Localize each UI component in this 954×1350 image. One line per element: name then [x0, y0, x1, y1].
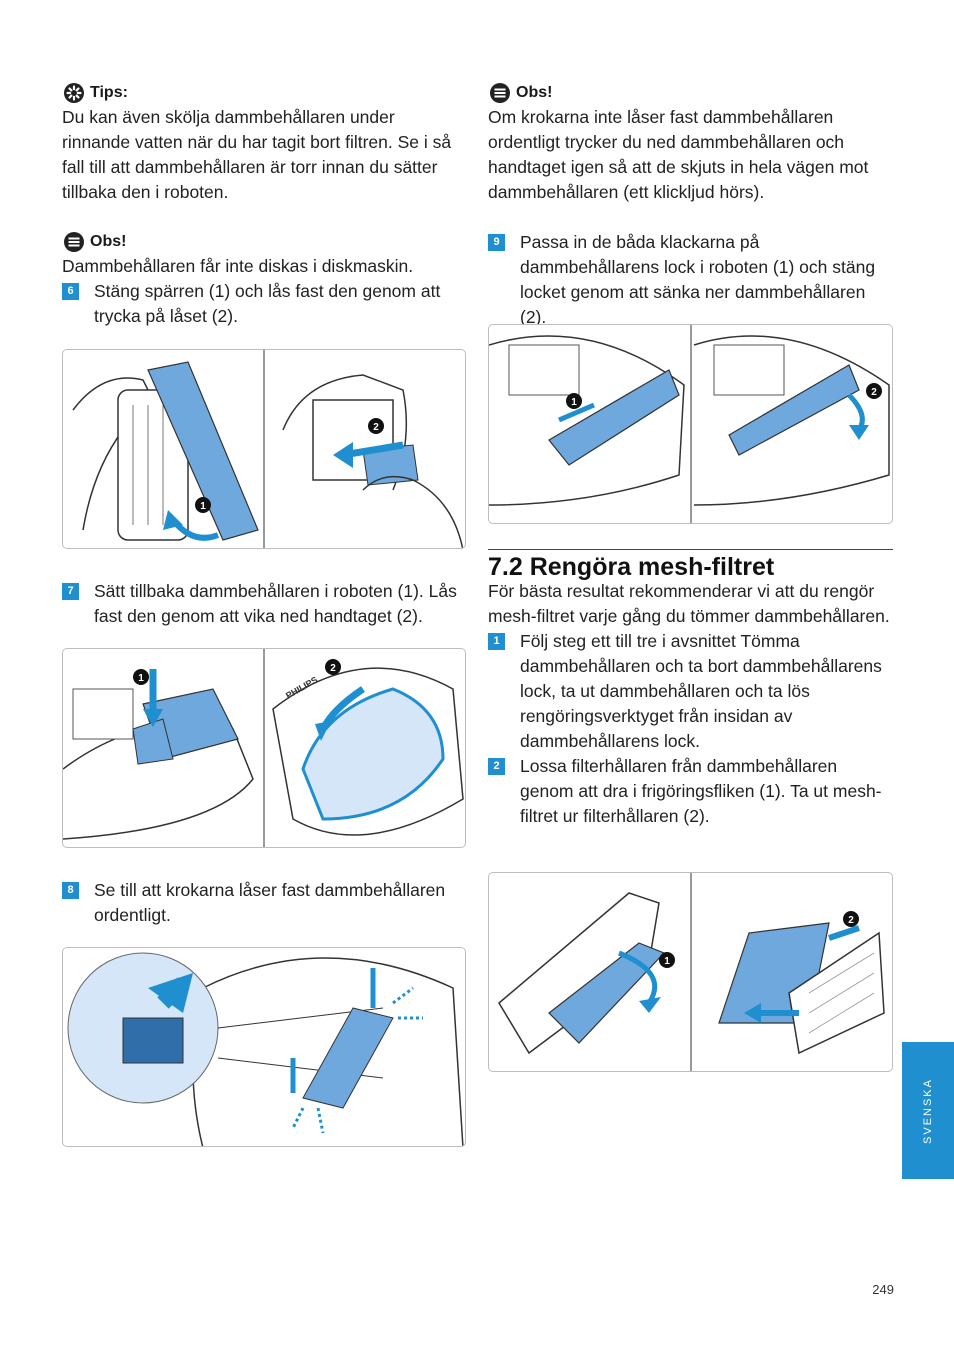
- step-number: 9: [488, 234, 505, 251]
- step-number: 1: [488, 633, 505, 650]
- callout-2: 2: [848, 915, 854, 926]
- page-number: 249: [872, 1282, 894, 1297]
- callout-2: 2: [330, 663, 336, 674]
- obs-label-right: Obs!: [516, 84, 553, 101]
- step-8-block: 8 Se till att krokarna låser fast dammbe…: [62, 878, 467, 928]
- illustration-hooks-lock: [67, 952, 464, 1146]
- language-label: SVENSKA: [922, 1077, 934, 1144]
- step-text: Sätt tillbaka dammbehållaren i roboten (…: [94, 581, 457, 626]
- illustration-close-latch: 1 2: [72, 350, 464, 548]
- step-8: 8 Se till att krokarna låser fast dammbe…: [62, 878, 467, 928]
- note-icon: [64, 231, 84, 252]
- step-7-block: 7 Sätt tillbaka dammbehållaren i roboten…: [62, 579, 467, 629]
- illustration-close-lid: 1 2: [489, 325, 890, 523]
- step-number: 8: [62, 882, 79, 899]
- step-number: 6: [62, 283, 79, 300]
- obs-text-right: Om krokarna inte låser fast dammbehållar…: [488, 107, 869, 202]
- step-text: Lossa filterhållaren från dammbehållaren…: [520, 756, 882, 826]
- callout-2: 2: [373, 422, 379, 433]
- step-6: 6 Stäng spärren (1) och lås fast den gen…: [62, 279, 467, 329]
- step-number: 7: [62, 583, 79, 600]
- obs-heading-left: Obs!: [62, 229, 467, 254]
- obs-heading-right: Obs!: [488, 80, 893, 105]
- step-text: Passa in de båda klackarna på dammbehåll…: [520, 232, 876, 327]
- callout-1: 1: [200, 501, 206, 512]
- step-text: Följ steg ett till tre i avsnittet Tömma…: [520, 631, 882, 751]
- tips-block: Tips: Du kan även skölja dammbehållaren …: [62, 80, 467, 205]
- section-intro: För bästa resultat rekommenderar vi att …: [488, 581, 890, 626]
- obs-text-left: Dammbehållaren får inte diskas i diskmas…: [62, 256, 414, 276]
- figure-step-9: 1 2: [488, 324, 893, 524]
- illustration-insert-dust-container: 1 PHILIPS 2: [63, 649, 464, 847]
- section-body: För bästa resultat rekommenderar vi att …: [488, 579, 893, 829]
- section-title: 7.2 Rengöra mesh-filtret: [488, 549, 893, 582]
- tips-heading: Tips:: [62, 80, 467, 105]
- note-icon: [490, 82, 510, 103]
- obs-block-right: Obs! Om krokarna inte låser fast dammbeh…: [488, 80, 893, 205]
- figure-step-8: [62, 947, 466, 1147]
- language-tab: SVENSKA: [902, 1042, 954, 1179]
- callout-1: 1: [664, 956, 670, 967]
- illustration-remove-mesh-filter: 1 2: [498, 873, 885, 1071]
- step-text: Se till att krokarna låser fast dammbehå…: [94, 880, 446, 925]
- step-number: 2: [488, 758, 505, 775]
- callout-1: 1: [138, 673, 144, 684]
- step-text: Stäng spärren (1) och lås fast den genom…: [94, 281, 441, 326]
- tips-text: Du kan även skölja dammbehållaren under …: [62, 107, 452, 202]
- step-9: 9 Passa in de båda klackarna på dammbehå…: [488, 230, 893, 330]
- step-9-block: 9 Passa in de båda klackarna på dammbehå…: [488, 230, 893, 330]
- step-1: 1 Följ steg ett till tre i avsnittet Töm…: [488, 629, 893, 754]
- tips-label: Tips:: [90, 84, 128, 101]
- figure-mesh-filter: 1 2: [488, 872, 893, 1072]
- step-7: 7 Sätt tillbaka dammbehållaren i roboten…: [62, 579, 467, 629]
- obs-label-left: Obs!: [90, 233, 127, 250]
- figure-step-7: 1 PHILIPS 2: [62, 648, 466, 848]
- figure-step-6: 1 2: [62, 349, 466, 549]
- step-2: 2 Lossa filterhållaren från dammbehållar…: [488, 754, 893, 829]
- callout-1: 1: [571, 397, 577, 408]
- callout-2: 2: [871, 387, 877, 398]
- obs-block-left: Obs! Dammbehållaren får inte diskas i di…: [62, 229, 467, 329]
- tips-icon: [64, 82, 84, 103]
